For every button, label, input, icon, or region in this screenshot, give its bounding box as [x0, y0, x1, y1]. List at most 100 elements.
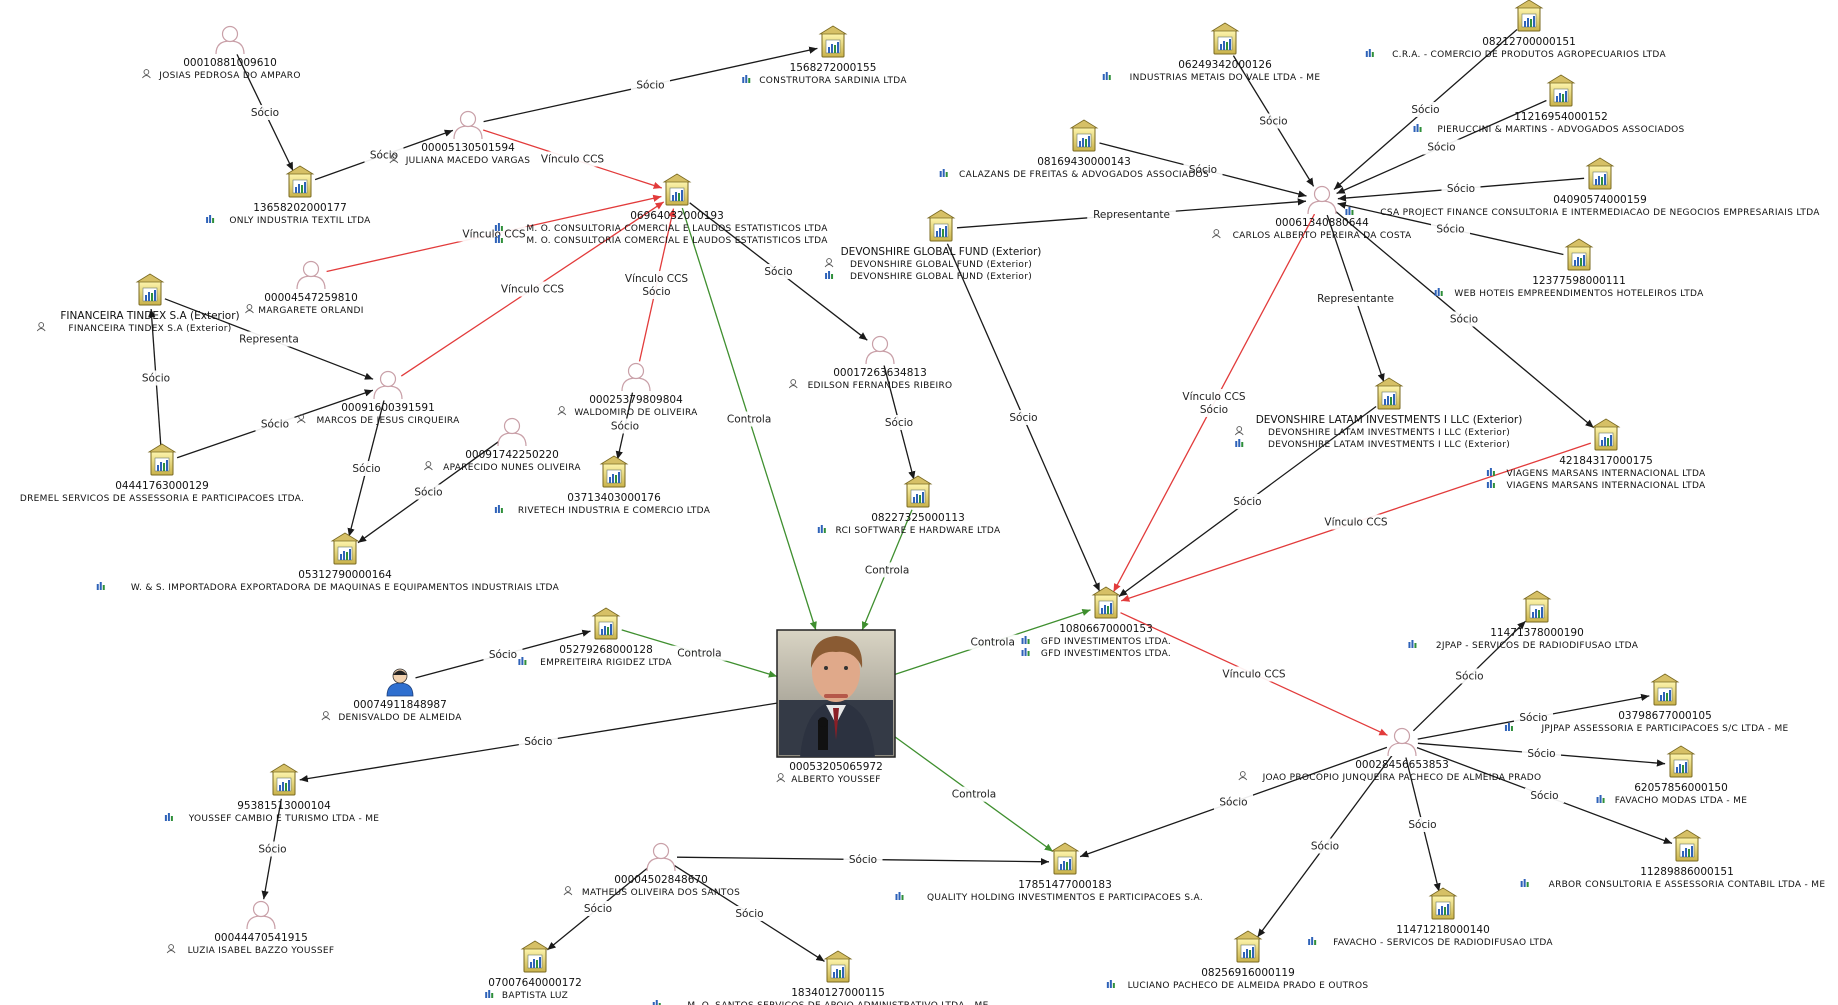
edge-label-text: Controla	[952, 789, 996, 801]
company-mini-icon	[1504, 723, 1513, 731]
person-icon	[296, 260, 326, 290]
node-n7[interactable]: FINANCEIRA TINDEX S.A (Exterior) FINANCEI…	[36, 273, 240, 334]
node-id-text: 00053205065972	[789, 761, 883, 773]
node-id-text: 17851477000183	[1018, 879, 1112, 891]
node-n28[interactable]: DEVONSHIRE GLOBAL FUND (Exterior)DEVONSH…	[824, 209, 1041, 282]
node-n23[interactable]: 18340127000115M. O. SANTOS SERVICOS DE A…	[652, 950, 989, 1005]
node-name-text: FAVACHO - SERVICOS DE RADIODIFUSAO LTDA	[1333, 938, 1553, 948]
node-title-text: FINANCEIRA TINDEX S.A (Exterior)	[60, 310, 239, 322]
node-name-text: FINANCEIRA TINDEX S.A (Exterior)	[68, 324, 231, 334]
edge-label-n26-n29: Sócio	[1254, 113, 1293, 129]
edge-label-n19-n20: Sócio	[253, 841, 292, 857]
edge-label-n21-n23: Sócio	[730, 906, 769, 921]
edge-label-n15-n18: Controla	[858, 562, 916, 578]
edge-label-n36-n39: Sócio	[1522, 746, 1561, 761]
node-id-text: 00004502848670	[614, 874, 708, 886]
node-title-text: DEVONSHIRE LATAM INVESTMENTS I LLC (Exte…	[1256, 414, 1523, 426]
node-id-text: 10806670000153	[1059, 623, 1153, 635]
company-mini-icon	[96, 582, 105, 590]
edge-label-n14-n15: Sócio	[879, 415, 919, 430]
node-id-text: 03798677000105	[1618, 710, 1712, 722]
node-name-text: ONLY INDUSTRIA TEXTIL LTDA	[229, 216, 371, 226]
node-name-text: QUALITY HOLDING INVESTIMENTOS E PARTICIP…	[927, 893, 1203, 903]
node-id-text: 12377598000111	[1532, 275, 1626, 287]
edge-label-n31-n29: Sócio	[1422, 139, 1461, 155]
node-id-text: 00044470541915	[214, 932, 308, 944]
edge-label-n36-n41: Sócio	[1403, 817, 1442, 832]
edge-label-n9-n8: Sócio	[255, 416, 295, 432]
edge-label-n5-n18: Controla	[720, 411, 778, 427]
edge-label-text: Sócio	[1530, 790, 1558, 802]
edge-label-n28-n25: Sócio	[1004, 410, 1043, 425]
node-name-text: DREMEL SERVICOS DE ASSESSORIA E PARTICIP…	[20, 494, 304, 504]
company-mini-icon	[494, 505, 503, 513]
person-mini-icon	[1238, 771, 1248, 781]
node-id-text: 06964032000193	[630, 210, 724, 222]
company-building-icon	[269, 763, 299, 796]
node-name-text: DEVONSHIRE GLOBAL FUND (Exterior)	[850, 260, 1032, 270]
edge-label-text: Sócio	[1219, 797, 1247, 809]
edge-label-n35-n25: Vínculo CCS	[1317, 514, 1395, 530]
edge-label-text: Sócio	[414, 487, 442, 499]
node-name-text: JOAO PROCOPIO JUNQUEIRA PACHECO DE ALMEI…	[1262, 773, 1542, 783]
node-name-text: MARCOS DE JESUS CIRQUEIRA	[316, 416, 460, 426]
edge-label-text: Representante	[1317, 293, 1394, 305]
node-name-text: WEB HOTEIS EMPREENDIMENTOS HOTELEIROS LT…	[1454, 289, 1704, 299]
person-mini-icon	[389, 154, 399, 164]
node-id-text: 11471378000190	[1490, 627, 1584, 639]
node-name-text: ARBOR CONSULTORIA E ASSESSORIA CONTABIL …	[1549, 880, 1826, 890]
edge-label-text: Sócio	[370, 150, 398, 162]
edge-label-text: Sócio	[1411, 104, 1439, 116]
node-id-text: 06249342000126	[1178, 59, 1272, 71]
node-name-text: GFD INVESTIMENTOS LTDA.	[1041, 637, 1171, 647]
node-id-text: 11216954000152	[1514, 111, 1608, 123]
edge-label-n8-n5: Vínculo CCS	[494, 281, 571, 297]
person-mini-icon	[563, 886, 573, 896]
company-mini-icon	[1106, 980, 1115, 988]
node-n34[interactable]: DEVONSHIRE LATAM INVESTMENTS I LLC (Exte…	[1234, 377, 1523, 450]
edge-label-n34-n25: Sócio	[1228, 494, 1267, 509]
person-mini-icon	[824, 258, 834, 268]
node-id-text: 00061340880644	[1275, 217, 1369, 229]
node-id-text: 00025379809804	[589, 394, 683, 406]
edge-label-n18-n24: Controla	[945, 786, 1003, 802]
